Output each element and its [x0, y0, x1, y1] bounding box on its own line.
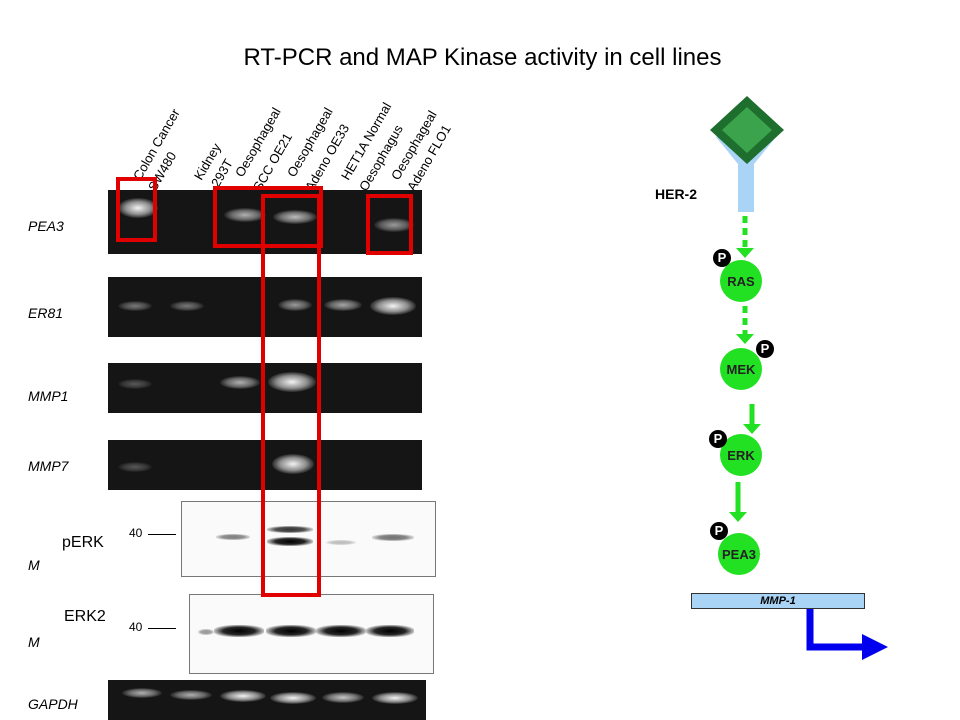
- arrow-ras-mek-head: [736, 334, 754, 344]
- band-pea3-lane4: [273, 210, 317, 224]
- band-mmp7-lane1: [118, 462, 152, 472]
- band-pea3-lane3: [224, 208, 266, 222]
- phospho-badge-erk: P: [709, 430, 727, 448]
- node-mek-label: MEK: [726, 361, 756, 377]
- wband-perk-lane4b: [267, 537, 313, 546]
- row-label-er81: ER81: [28, 305, 64, 321]
- wband-perk-lane4a: [267, 526, 313, 533]
- node-mek: MEK: [720, 348, 762, 390]
- band-mmp7-lane4: [272, 454, 314, 474]
- wband-erk2-lane1: [198, 629, 214, 635]
- her2-ligand: [710, 96, 784, 164]
- arrow-her2-ras-head: [736, 248, 754, 258]
- transcription-arrow-shaft: [806, 609, 872, 651]
- band-er81-lane4: [278, 299, 312, 311]
- row-label-pea3: PEA3: [28, 218, 64, 234]
- node-erk: ERK: [720, 434, 762, 476]
- gel-mmp7: [108, 440, 422, 490]
- blot-perk: [181, 501, 436, 577]
- band-er81-lane2: [170, 301, 204, 311]
- node-ras-label: RAS: [727, 273, 755, 289]
- band-gapdh-lane2: [170, 690, 212, 700]
- highlight-box-lane1: [116, 177, 157, 242]
- highlight-box-lane4-column: [261, 194, 321, 597]
- highlight-box-lanes3-4: [213, 186, 323, 248]
- band-mmp1-lane1: [118, 379, 152, 389]
- row-label-mmp7: MMP7: [28, 458, 69, 474]
- arrow-mek-erk-head: [743, 424, 761, 434]
- gel-er81: [108, 277, 422, 337]
- page-title: RT-PCR and MAP Kinase activity in cell l…: [243, 44, 722, 71]
- marker-line-perk: [148, 534, 176, 535]
- arrow-erk-pea3-head: [729, 512, 747, 522]
- node-erk-label: ERK: [727, 447, 755, 463]
- transcription-arrow-head: [862, 634, 888, 660]
- band-er81-lane5: [324, 299, 362, 311]
- marker-perk: 40: [129, 526, 143, 540]
- node-ras: RAS: [720, 260, 762, 302]
- phospho-badge-mek: P: [756, 340, 774, 358]
- wband-erk2-lane5: [366, 625, 414, 637]
- band-gapdh-lane3: [220, 690, 266, 702]
- receptor-stem: [738, 158, 754, 212]
- band-gapdh-lane4: [270, 692, 316, 704]
- row-label-mmp1: MMP1: [28, 388, 69, 404]
- gel-gapdh: [108, 680, 426, 720]
- highlight-box-lane6: [366, 194, 413, 255]
- band-er81-lane6: [370, 297, 416, 315]
- node-pea3: PEA3: [718, 533, 760, 575]
- gene-box-mmp1: MMP-1: [691, 593, 865, 609]
- blot-label-perk: pERK: [62, 534, 104, 551]
- band-gapdh-lane5: [322, 692, 364, 703]
- wband-erk2-lane2: [214, 625, 264, 637]
- band-er81-lane1: [118, 301, 152, 311]
- band-gapdh-lane6: [372, 692, 418, 704]
- ligand-inner-diamond: [722, 107, 772, 153]
- row-label-m2: M: [28, 634, 40, 650]
- wband-erk2-lane4: [316, 625, 366, 637]
- marker-line-erk2: [148, 628, 176, 629]
- gel-mmp1: [108, 363, 422, 413]
- wband-perk-lane3: [216, 534, 250, 540]
- phospho-badge-pea3: P: [710, 522, 728, 540]
- blot-erk2: [189, 594, 434, 674]
- band-pea3-lane1: [118, 198, 158, 218]
- wband-perk-lane6: [372, 534, 414, 541]
- band-pea3-lane6: [374, 218, 414, 232]
- row-label-m1: M: [28, 557, 40, 573]
- wband-erk2-lane3: [266, 625, 316, 637]
- node-pea3-label: PEA3: [722, 546, 756, 562]
- band-mmp1-lane3: [220, 376, 260, 389]
- band-mmp1-lane4: [268, 372, 316, 392]
- phospho-badge-ras: P: [713, 249, 731, 267]
- band-gapdh-lane1: [122, 688, 162, 698]
- blot-label-erk2: ERK2: [64, 608, 106, 625]
- receptor-label: HER-2: [655, 186, 698, 202]
- row-label-gapdh: GAPDH: [28, 696, 78, 712]
- wband-perk-lane5: [326, 540, 356, 545]
- marker-erk2: 40: [129, 620, 143, 634]
